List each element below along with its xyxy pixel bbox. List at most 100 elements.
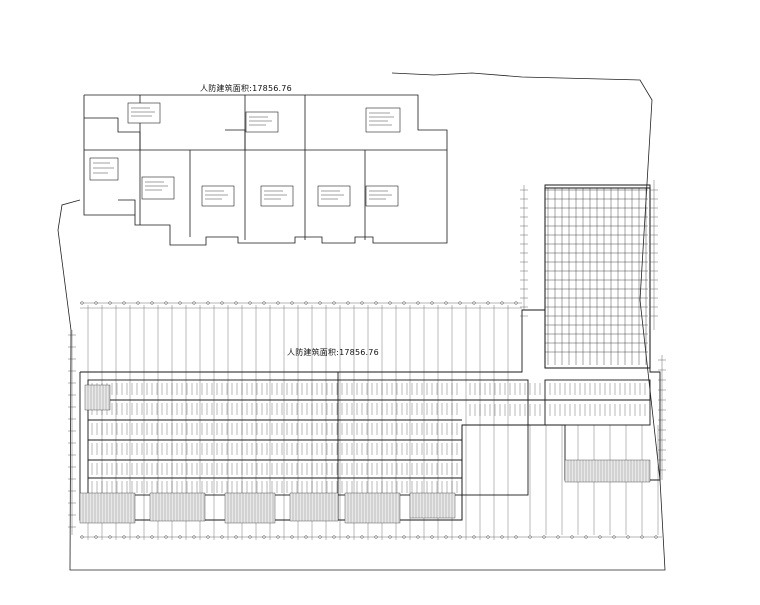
building-footprint xyxy=(79,492,136,524)
axis-marker xyxy=(388,535,392,539)
axis-marker xyxy=(416,535,420,539)
axis-marker xyxy=(220,535,224,539)
axis-marker xyxy=(388,301,392,305)
axis-marker xyxy=(318,535,322,539)
axis-marker xyxy=(150,535,154,539)
axis-marker xyxy=(444,535,448,539)
upper-plan-tags xyxy=(89,102,401,207)
axis-marker xyxy=(276,301,280,305)
axis-marker xyxy=(80,535,84,539)
axis-marker xyxy=(500,301,504,305)
axis-marker xyxy=(360,301,364,305)
axis-marker xyxy=(542,535,546,539)
upper-plan-tag-lines xyxy=(93,107,394,200)
axis-marker xyxy=(164,535,168,539)
dimension-axes xyxy=(68,180,666,539)
axis-marker xyxy=(598,535,602,539)
axis-marker xyxy=(514,301,518,305)
upper-plan-outline xyxy=(83,94,448,246)
axis-marker xyxy=(430,301,434,305)
axis-marker xyxy=(444,301,448,305)
axis-marker xyxy=(570,535,574,539)
axis-marker xyxy=(262,535,266,539)
tag-box xyxy=(365,107,401,133)
building-footprint xyxy=(149,492,206,522)
axis-marker xyxy=(318,301,322,305)
lower-plan-area-label: 人防建筑面积:17856.76 xyxy=(287,348,379,357)
axis-marker xyxy=(640,535,644,539)
tag-box xyxy=(89,157,119,181)
axis-marker xyxy=(164,301,168,305)
axis-marker xyxy=(612,535,616,539)
axis-marker xyxy=(122,535,126,539)
axis-marker xyxy=(136,301,140,305)
axis-marker xyxy=(122,301,126,305)
tag-box xyxy=(317,185,351,207)
axis-marker xyxy=(374,301,378,305)
tower-outline xyxy=(544,187,651,369)
axis-marker xyxy=(654,535,658,539)
axis-marker xyxy=(584,535,588,539)
axis-marker xyxy=(108,535,112,539)
axis-marker xyxy=(458,535,462,539)
axis-marker xyxy=(290,535,294,539)
axis-marker xyxy=(276,535,280,539)
axis-marker xyxy=(360,535,364,539)
axis-marker xyxy=(304,301,308,305)
axis-marker xyxy=(304,535,308,539)
tag-box xyxy=(245,111,279,133)
axis-marker xyxy=(346,535,350,539)
axis-marker xyxy=(136,535,140,539)
axis-marker xyxy=(486,301,490,305)
axis-marker xyxy=(94,301,98,305)
axis-marker xyxy=(234,535,238,539)
axis-marker xyxy=(514,535,518,539)
upper-plan-area-label: 人防建筑面积:17856.76 xyxy=(200,84,292,93)
axis-marker xyxy=(206,535,210,539)
axis-marker xyxy=(626,535,630,539)
axis-marker xyxy=(472,535,476,539)
axis-marker xyxy=(430,535,434,539)
axis-marker xyxy=(528,535,532,539)
tag-box xyxy=(365,185,399,207)
axis-marker xyxy=(290,301,294,305)
axis-marker xyxy=(94,535,98,539)
lower-plan-outline xyxy=(79,184,661,521)
axis-marker xyxy=(108,301,112,305)
building-footprint xyxy=(344,492,401,524)
axis-marker xyxy=(402,535,406,539)
tower-core-block xyxy=(544,187,651,369)
building-footprints xyxy=(79,384,651,524)
building-footprint xyxy=(564,459,651,483)
axis-marker xyxy=(192,535,196,539)
axis-marker xyxy=(416,301,420,305)
tag-box xyxy=(260,185,294,207)
axis-marker xyxy=(80,301,84,305)
axis-marker xyxy=(150,301,154,305)
axis-marker xyxy=(374,535,378,539)
axis-marker xyxy=(556,535,560,539)
axis-marker xyxy=(262,301,266,305)
axis-marker xyxy=(486,535,490,539)
building-footprint xyxy=(409,492,456,519)
axis-marker xyxy=(332,535,336,539)
building-footprint xyxy=(84,384,111,411)
building-footprint xyxy=(224,492,276,524)
axis-marker xyxy=(248,301,252,305)
axis-marker xyxy=(178,301,182,305)
axis-marker xyxy=(458,301,462,305)
tag-box xyxy=(201,185,235,207)
axis-marker xyxy=(234,301,238,305)
tag-box xyxy=(127,102,161,124)
axis-marker xyxy=(472,301,476,305)
axis-marker xyxy=(248,535,252,539)
axis-marker xyxy=(192,301,196,305)
axis-marker xyxy=(500,535,504,539)
axis-marker xyxy=(346,301,350,305)
axis-marker xyxy=(178,535,182,539)
axis-marker xyxy=(220,301,224,305)
tag-box xyxy=(141,176,175,200)
parking-stalls xyxy=(91,383,646,493)
axis-marker xyxy=(402,301,406,305)
